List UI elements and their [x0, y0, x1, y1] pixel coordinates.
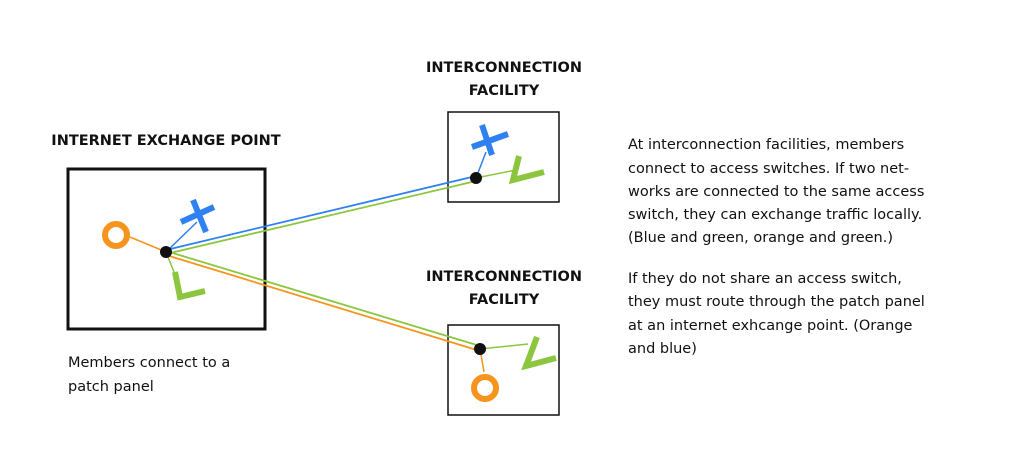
blue-link-top	[165, 175, 477, 251]
description-line: At interconnection facilities, members	[628, 137, 904, 153]
orange-member-o-icon-bottom	[471, 374, 499, 402]
ixp-title: INTERNET EXCHANGE POINT	[51, 133, 281, 149]
facility-top-box	[447, 111, 560, 203]
description-line: switch, they can exchange traffic locall…	[628, 207, 922, 223]
facility-top-title-line1: INTERCONNECTION	[426, 60, 582, 76]
facility-bottom-title-line2: FACILITY	[469, 292, 540, 308]
blue-spoke	[165, 221, 198, 253]
ixp-caption-line2: patch panel	[68, 379, 154, 395]
facility-top-title-line2: FACILITY	[469, 83, 540, 99]
description-line: If they do not share an access switch,	[628, 271, 902, 287]
description-line: at an internet exhcange point. (Orange	[628, 318, 913, 334]
ixp-caption-line1: Members connect to a	[68, 355, 230, 371]
access-switch-bottom	[474, 343, 486, 355]
green-member-v-icon-top	[508, 155, 545, 185]
facility-bottom-box	[447, 324, 560, 416]
green-spoke-top	[475, 169, 517, 179]
green-member-v-icon	[172, 271, 206, 301]
orange-spoke	[129, 236, 167, 253]
description-line: (Blue and green, orange and green.)	[628, 230, 893, 246]
green-member-v-icon-bottom	[521, 335, 557, 371]
blue-member-x-icon-top	[470, 124, 510, 156]
description-line: and blue)	[628, 341, 697, 357]
access-switch-top	[470, 172, 482, 184]
patch-panel-node	[160, 246, 172, 258]
blue-member-x-icon	[179, 198, 216, 234]
orange-link-bottom	[165, 254, 481, 352]
green-link-bottom	[165, 250, 481, 347]
ixp-box	[66, 167, 267, 331]
description-line: works are connected to the same access	[628, 184, 924, 200]
orange-member-o-icon	[102, 221, 130, 249]
description-paragraph-1: At interconnection facilities, members c…	[628, 137, 924, 246]
description-line: connect to access switches. If two net-	[628, 161, 909, 177]
facility-bottom-title-line1: INTERCONNECTION	[426, 269, 582, 285]
green-link-top	[165, 180, 477, 255]
description-paragraph-2: If they do not share an access switch, t…	[628, 271, 925, 357]
description-line: they must route through the patch panel	[628, 294, 925, 310]
green-spoke-bottom	[479, 343, 529, 350]
